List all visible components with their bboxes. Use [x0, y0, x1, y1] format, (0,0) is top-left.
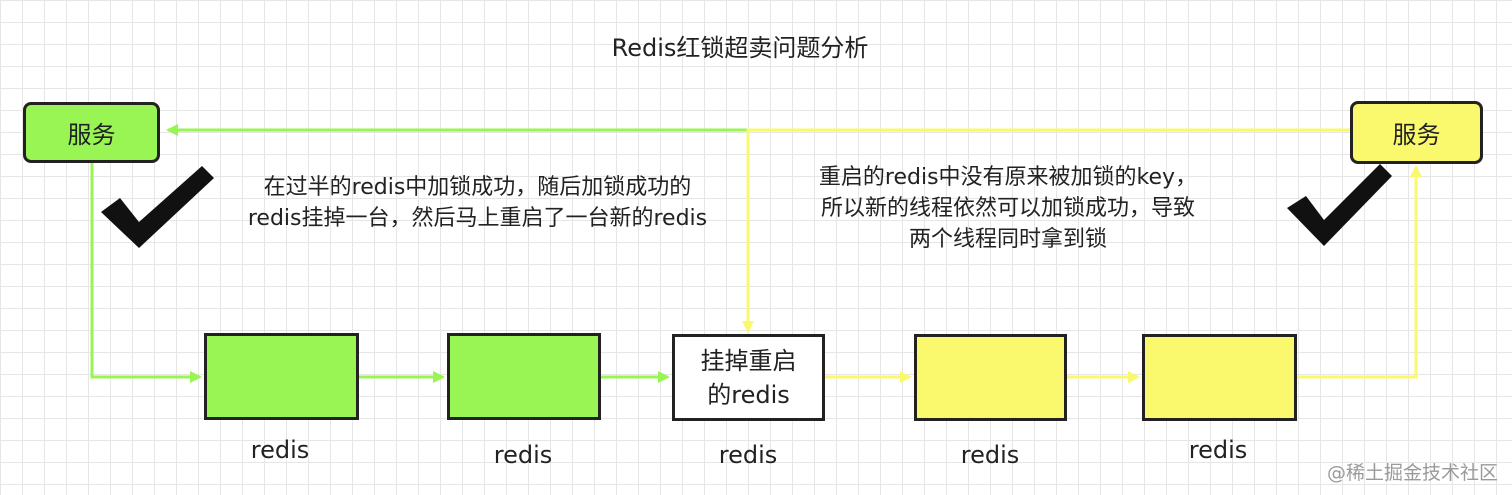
redis-label-5: redis	[1188, 436, 1248, 464]
note-right: 重启的redis中没有原来被加锁的key， 所以新的线程依然可以加锁成功，导致 …	[818, 165, 1198, 252]
diagram-title: Redis红锁超卖问题分析	[611, 34, 869, 62]
service-left: 服务	[23, 102, 160, 163]
redis-node-5	[1142, 334, 1297, 421]
redis-node-restarted: 挂掉重启 的redis	[672, 334, 825, 421]
checkmark-icon	[101, 166, 214, 248]
watermark: @稀土掘金技术社区	[1326, 462, 1498, 484]
checkmark-icon	[1287, 164, 1392, 246]
redis-node-1	[204, 333, 359, 420]
redis-node-restarted-text: 挂掉重启 的redis	[700, 346, 797, 409]
arrow-service-to-redis1	[90, 163, 202, 383]
redis-node-4	[914, 334, 1067, 421]
redis-label-3: redis	[718, 441, 778, 469]
redis-label-1: redis	[250, 436, 310, 464]
service-right: 服务	[1350, 101, 1483, 164]
redis-label-4: redis	[960, 441, 1020, 469]
arrow-right-service-to-redis3	[742, 128, 1350, 333]
arrow-redis5-to-right-service	[1297, 165, 1422, 379]
note-left: 在过半的redis中加锁成功，随后加锁成功的 redis挂掉一台，然后马上重启了…	[247, 175, 708, 231]
redis-label-2: redis	[493, 441, 553, 469]
redis-node-2	[447, 333, 601, 420]
